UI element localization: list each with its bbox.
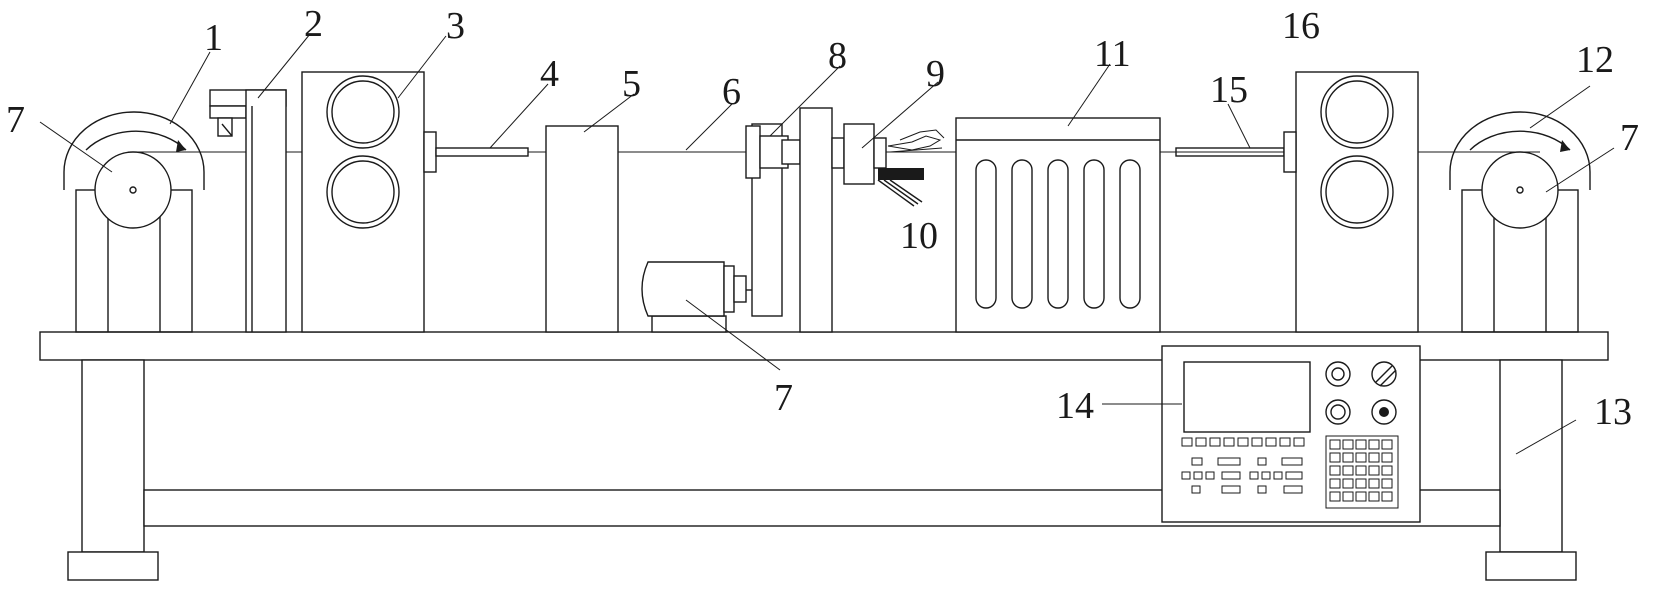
label-12: 12: [1576, 39, 1614, 81]
brush-10: [878, 168, 924, 206]
label-4: 4: [540, 53, 559, 95]
label-7-motor: 7: [774, 377, 793, 419]
label-7-left: 7: [6, 99, 25, 141]
label-3: 3: [446, 5, 465, 47]
tensioner-2: [210, 90, 286, 332]
label-5: 5: [622, 63, 641, 105]
label-1: 1: [204, 17, 223, 59]
label-6: 6: [722, 71, 741, 113]
control-panel-14: [1162, 346, 1420, 522]
label-7-right: 7: [1620, 117, 1639, 159]
label-8: 8: [828, 35, 847, 77]
label-14: 14: [1056, 385, 1094, 427]
furnace-11: [956, 118, 1160, 332]
label-13: 13: [1594, 391, 1632, 433]
label-15: 15: [1210, 69, 1248, 111]
guide-tube-15: [1176, 148, 1284, 156]
roller-box-3: [302, 72, 436, 332]
label-10: 10: [900, 215, 938, 257]
label-16: 16: [1282, 5, 1320, 47]
belt-drive-8: [746, 108, 832, 332]
label-9: 9: [926, 53, 945, 95]
unit-5: [546, 126, 618, 332]
roller-box-16: [1284, 72, 1418, 332]
guide-tube-4: [436, 148, 528, 156]
label-2: 2: [304, 3, 323, 45]
label-11: 11: [1094, 33, 1131, 75]
take-up-reel-12: [1450, 112, 1590, 332]
pay-off-reel-1: [64, 112, 204, 332]
motor-7: [642, 262, 746, 332]
